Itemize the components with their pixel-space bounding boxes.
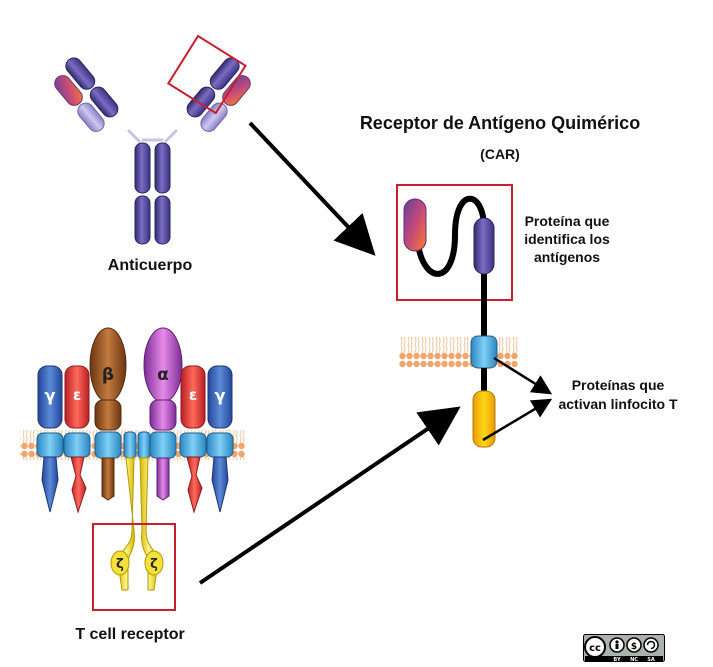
antibody-heavy-chain-left-lower (134, 195, 151, 245)
nc-dollar-icon (626, 637, 642, 653)
gamma-letter-left: γ (45, 386, 56, 405)
diagram-subtitle: (CAR) (480, 146, 520, 162)
car-scfv-purple-domain (473, 217, 495, 275)
antibody-heavy-chain-right-upper (154, 142, 171, 194)
antibody-label: Anticuerpo (107, 257, 193, 274)
nc-text: NC (630, 657, 638, 662)
antibody-heavy-chain-left-upper (134, 142, 151, 194)
arrow-transmembrane-to-label (493, 356, 553, 395)
tcr-alpha-chain: α (143, 327, 183, 501)
car-antigen-domain-highlight (396, 184, 513, 301)
epsilon-letter-left: ε (73, 386, 81, 404)
cd3-epsilon-right: ε (179, 365, 207, 514)
activation-protein-label: Proteínas que activan linfocito T (558, 377, 678, 412)
cc-text: cc (589, 643, 601, 654)
tcr-beta-chain: β (89, 327, 127, 501)
diagram-title: Receptor de Antígeno Quimérico (359, 113, 641, 133)
arrow-tcr-to-car (198, 406, 461, 585)
cd3-epsilon-left: ε (63, 365, 91, 514)
epsilon-letter-right: ε (189, 386, 197, 404)
gamma-letter-right: γ (215, 386, 226, 405)
zeta-letter-right: ζ (150, 557, 158, 572)
antigen-protein-label: Proteína que identifica los antígenos (524, 213, 610, 266)
antibody-heavy-chain-right-lower (154, 195, 171, 245)
cd3-gamma-left: γ (36, 365, 64, 513)
arrow-signaling-to-label (482, 398, 553, 442)
car-illustration (396, 184, 553, 448)
sa-cycle-icon (643, 637, 659, 653)
tcr-label: T cell receptor (75, 626, 185, 643)
cd3-zeta-dimer: ζ ζ (110, 431, 164, 591)
tcr-illustration: γ ε β α ε (20, 327, 245, 611)
antibody-binding-site-highlight (166, 34, 247, 115)
car-signaling-domain (472, 390, 496, 448)
arrow-antibody-to-car (248, 121, 376, 256)
beta-letter: β (102, 365, 114, 385)
zeta-letter-left: ζ (116, 557, 124, 572)
by-text: BY (613, 657, 621, 662)
cd3-gamma-right: γ (206, 365, 234, 513)
sa-text: SA (647, 657, 655, 662)
alpha-letter: α (157, 365, 169, 385)
creative-commons-badge: cc $ BY NC SA (583, 634, 665, 662)
tcr-zeta-highlight (92, 523, 176, 611)
car-transmembrane-domain (470, 335, 498, 369)
car-scfv-orange-domain (403, 198, 427, 252)
svg-text:$: $ (631, 642, 637, 652)
antibody-illustration (54, 34, 251, 245)
